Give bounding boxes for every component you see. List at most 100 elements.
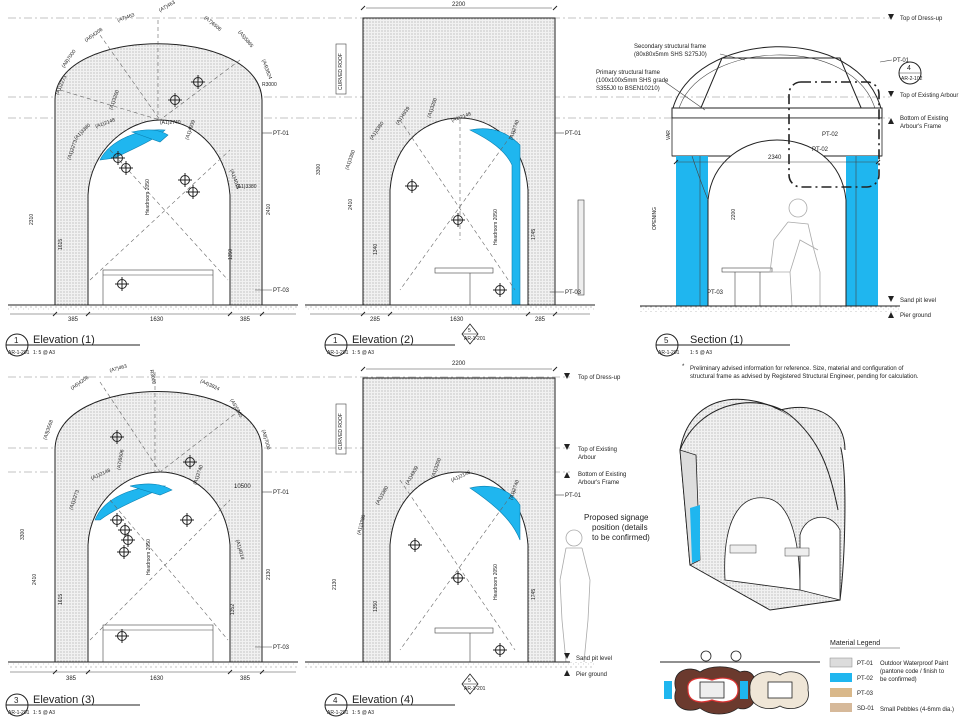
legend-swatch-sd01 <box>830 703 852 712</box>
svg-text:(pantone code / finish to: (pantone code / finish to <box>880 669 945 675</box>
svg-text:5: 5 <box>468 678 471 684</box>
headroom-label: Headroom 2050 <box>145 179 151 215</box>
svg-text:2410: 2410 <box>266 204 272 215</box>
svg-text:be confirmed): be confirmed) <box>880 677 917 683</box>
level-markers-top: Top of Dress-up Top of Existing Arbour B… <box>888 14 958 319</box>
svg-text:1: 5 @ A3: 1: 5 @ A3 <box>352 350 374 356</box>
svg-text:1: 1 <box>14 336 19 345</box>
svg-text:Outdoor Waterproof Paint: Outdoor Waterproof Paint <box>880 661 948 667</box>
svg-text:1350: 1350 <box>228 249 234 260</box>
legend-swatch-pt01 <box>829 657 853 668</box>
svg-text:OPENING: OPENING <box>652 207 658 230</box>
svg-text:Small Pebbles (4-6mm dia.): Small Pebbles (4-6mm dia.) <box>880 707 954 713</box>
tag-pt01: PT-01 <box>273 131 290 137</box>
svg-text:Secondary structural frame: Secondary structural frame <box>634 44 707 50</box>
svg-text:1: 5 @ A3: 1: 5 @ A3 <box>352 710 374 716</box>
svg-text:AR-1-201: AR-1-201 <box>464 686 486 692</box>
svg-text:(A1)3380: (A1)3380 <box>356 514 367 536</box>
svg-text:(A8)7000: (A8)7000 <box>260 429 271 451</box>
svg-text:1745: 1745 <box>531 589 537 600</box>
elevation-2: 2200 CURVED ROOF 3300 2410 1340 Headroom… <box>305 2 595 323</box>
svg-text:(A6)4208: (A6)4208 <box>70 375 90 392</box>
view-title: Section (1) <box>690 334 743 346</box>
svg-text:(A7)6506: (A7)6506 <box>203 15 223 33</box>
svg-text:AR-2-102: AR-2-102 <box>901 76 923 82</box>
svg-text:(A7)6506: (A7)6506 <box>116 449 126 471</box>
svg-text:AR-1-201: AR-1-201 <box>327 710 349 716</box>
svg-text:R3000: R3000 <box>148 369 157 385</box>
svg-text:1: 5 @ A3: 1: 5 @ A3 <box>33 710 55 716</box>
human-silhouette <box>769 198 821 307</box>
svg-text:(A5)5865: (A5)5865 <box>236 29 254 49</box>
svg-text:Pier ground: Pier ground <box>576 672 607 678</box>
svg-text:(A7)463: (A7)463 <box>158 0 177 14</box>
svg-text:385: 385 <box>66 676 77 682</box>
svg-text:2410: 2410 <box>348 199 354 210</box>
svg-text:(A7)463: (A7)463 <box>109 363 128 373</box>
legend-title: Material Legend <box>830 640 880 647</box>
svg-text:(A7)463: (A7)463 <box>117 12 136 24</box>
svg-text:1: 1 <box>333 336 338 345</box>
svg-text:10500: 10500 <box>234 484 251 490</box>
svg-text:R3000: R3000 <box>262 82 277 88</box>
svg-text:3: 3 <box>14 696 19 705</box>
view-title: Elevation (2) <box>352 334 414 346</box>
legend-swatch-pt02 <box>830 673 852 682</box>
svg-text:1630: 1630 <box>150 317 164 323</box>
svg-text:CURVED ROOF: CURVED ROOF <box>338 53 344 90</box>
svg-text:3300: 3300 <box>20 529 26 540</box>
svg-text:Bottom of Existing: Bottom of Existing <box>578 472 626 478</box>
svg-text:*: * <box>682 364 685 370</box>
elevation-1: Headroom 2050 2310 1615 1350 2410 (A1)22… <box>8 0 298 323</box>
svg-text:5: 5 <box>468 328 471 334</box>
arch-canopy <box>54 43 263 306</box>
svg-text:Arbour's Frame: Arbour's Frame <box>578 480 620 486</box>
detail-marker: 4 AR-2-102 <box>898 61 923 85</box>
view-title-section-1: 5 AR-1-201 Section (1) 1: 5 @ A3 <box>655 333 790 357</box>
signage-note: Proposed signage <box>584 513 649 522</box>
svg-text:4: 4 <box>333 696 338 705</box>
svg-text:3300: 3300 <box>316 164 322 175</box>
svg-text:PT-01: PT-01 <box>273 490 290 496</box>
svg-text:1630: 1630 <box>150 676 164 682</box>
svg-text:Arbour: Arbour <box>578 455 596 461</box>
svg-text:(A6)4208: (A6)4208 <box>84 27 104 44</box>
svg-text:385: 385 <box>240 317 251 323</box>
svg-text:AR-1-201: AR-1-201 <box>8 710 30 716</box>
svg-text:2200: 2200 <box>731 209 737 220</box>
svg-text:AR-1-201: AR-1-201 <box>8 350 30 356</box>
section-1: 2340 OPENING 2200 VAR PT-02 PT-02 PT-03 … <box>596 44 910 312</box>
section-marker: 5 AR-1-201 <box>461 323 486 345</box>
svg-text:PT-01: PT-01 <box>565 493 582 499</box>
svg-text:(A1)2740: (A1)2740 <box>160 120 181 126</box>
svg-text:(A4)3824: (A4)3824 <box>199 378 220 392</box>
elevation-4: 2200 CURVED ROOF 2130 1350 Headroom 2050… <box>305 361 650 678</box>
svg-text:position (details: position (details <box>592 523 648 532</box>
svg-text:2410: 2410 <box>32 574 38 585</box>
svg-text:Top of Dress-up: Top of Dress-up <box>578 375 621 381</box>
svg-text:to be confirmed): to be confirmed) <box>592 533 650 542</box>
level-markers-middle: Top of Dress-up Top of Existing Arbour B… <box>564 373 626 486</box>
svg-text:Top of Existing: Top of Existing <box>578 447 617 453</box>
signage-figure <box>559 529 591 663</box>
svg-text:2200: 2200 <box>452 361 466 367</box>
svg-text:5: 5 <box>664 336 669 345</box>
svg-text:PT-02: PT-02 <box>822 132 839 138</box>
svg-text:1745: 1745 <box>531 229 537 240</box>
view-title: Elevation (3) <box>33 694 95 706</box>
svg-text:2310: 2310 <box>29 214 35 225</box>
svg-text:1350: 1350 <box>373 601 379 612</box>
svg-text:(80x80x5mm SHS S275J0): (80x80x5mm SHS S275J0) <box>634 52 707 58</box>
svg-text:(A4)3824: (A4)3824 <box>260 59 273 81</box>
material-legend: Material Legend PT-01 PT-02 PT-03 SD-01 … <box>829 640 954 713</box>
svg-text:(A1)3380: (A1)3380 <box>344 149 357 171</box>
svg-text:Sand pit level: Sand pit level <box>900 298 936 304</box>
svg-text:PT-02: PT-02 <box>857 676 874 682</box>
section-marker-4: 5 AR-1-201 <box>461 673 486 695</box>
svg-text:AR-1-201: AR-1-201 <box>658 350 680 356</box>
svg-text:Preliminary advised informatio: Preliminary advised information for refe… <box>690 366 904 372</box>
isometric-view <box>679 398 846 611</box>
svg-text:285: 285 <box>535 317 546 323</box>
structural-note: * Preliminary advised information for re… <box>682 364 919 380</box>
